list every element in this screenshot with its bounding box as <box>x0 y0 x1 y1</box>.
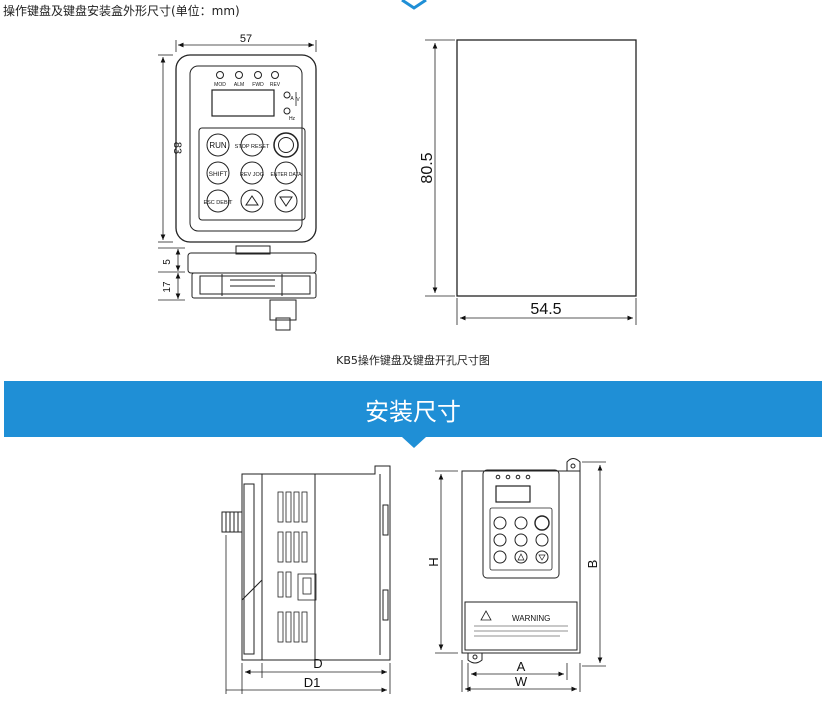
d1-dim-label: D1 <box>304 675 321 690</box>
section-banner <box>4 381 822 437</box>
led-label-mod: MOD <box>214 82 226 88</box>
keypad-height-label: 83 <box>171 142 183 154</box>
page-title: 操作键盘及键盘安装盒外形尺寸(单位：mm) <box>3 4 240 18</box>
d-dim-label: D <box>313 656 322 671</box>
run-key-label: RUN <box>209 141 227 150</box>
led-label-alm: ALM <box>234 82 244 88</box>
keypad-dimensions <box>158 40 317 301</box>
w-dim-label: W <box>515 674 528 689</box>
unit-label-hz: Hz <box>289 116 296 122</box>
drive-front-view <box>461 458 581 664</box>
h-dim-label: H <box>426 557 441 566</box>
unit-label-a: A <box>290 96 294 102</box>
front-view-dimensions <box>435 461 606 692</box>
rev-jog-key-label: REV JOG <box>240 172 264 178</box>
led-label-fwd: FWD <box>252 82 264 88</box>
enter-data-key-label: ENTER DATA <box>271 172 303 178</box>
figure-caption: KB5操作键盘及键盘开孔尺寸图 <box>336 354 490 367</box>
esc-debit-key-label: ESC DEBIT <box>203 200 233 206</box>
stop-reset-key-label: STOP RESET <box>235 144 270 150</box>
b-dim-label: B <box>585 560 600 569</box>
top-notch <box>401 0 427 10</box>
a-dim-label: A <box>517 659 526 674</box>
box-width-label: 54.5 <box>530 301 561 318</box>
cutout-box <box>425 39 637 325</box>
keypad-depth-bottom-label: 17 <box>162 281 173 293</box>
keypad-side-view <box>187 245 317 331</box>
drive-side-view <box>221 465 391 661</box>
keypad-front-view <box>175 54 317 243</box>
section-banner-title: 安装尺寸 <box>365 398 461 426</box>
warning-title: WARNING <box>512 614 550 623</box>
led-label-rev: REV <box>270 82 281 88</box>
unit-label-v: V <box>296 97 300 103</box>
keypad-width-label: 57 <box>240 33 252 45</box>
shift-key-label: SHIFT <box>209 171 228 178</box>
box-height-label: 80.5 <box>419 152 436 183</box>
keypad-labels: MOD ALM FWD REV A V Hz RUN STOP RESET SH… <box>203 82 302 206</box>
side-view-dimensions <box>225 535 391 694</box>
keypad-depth-top-label: 5 <box>162 259 173 265</box>
